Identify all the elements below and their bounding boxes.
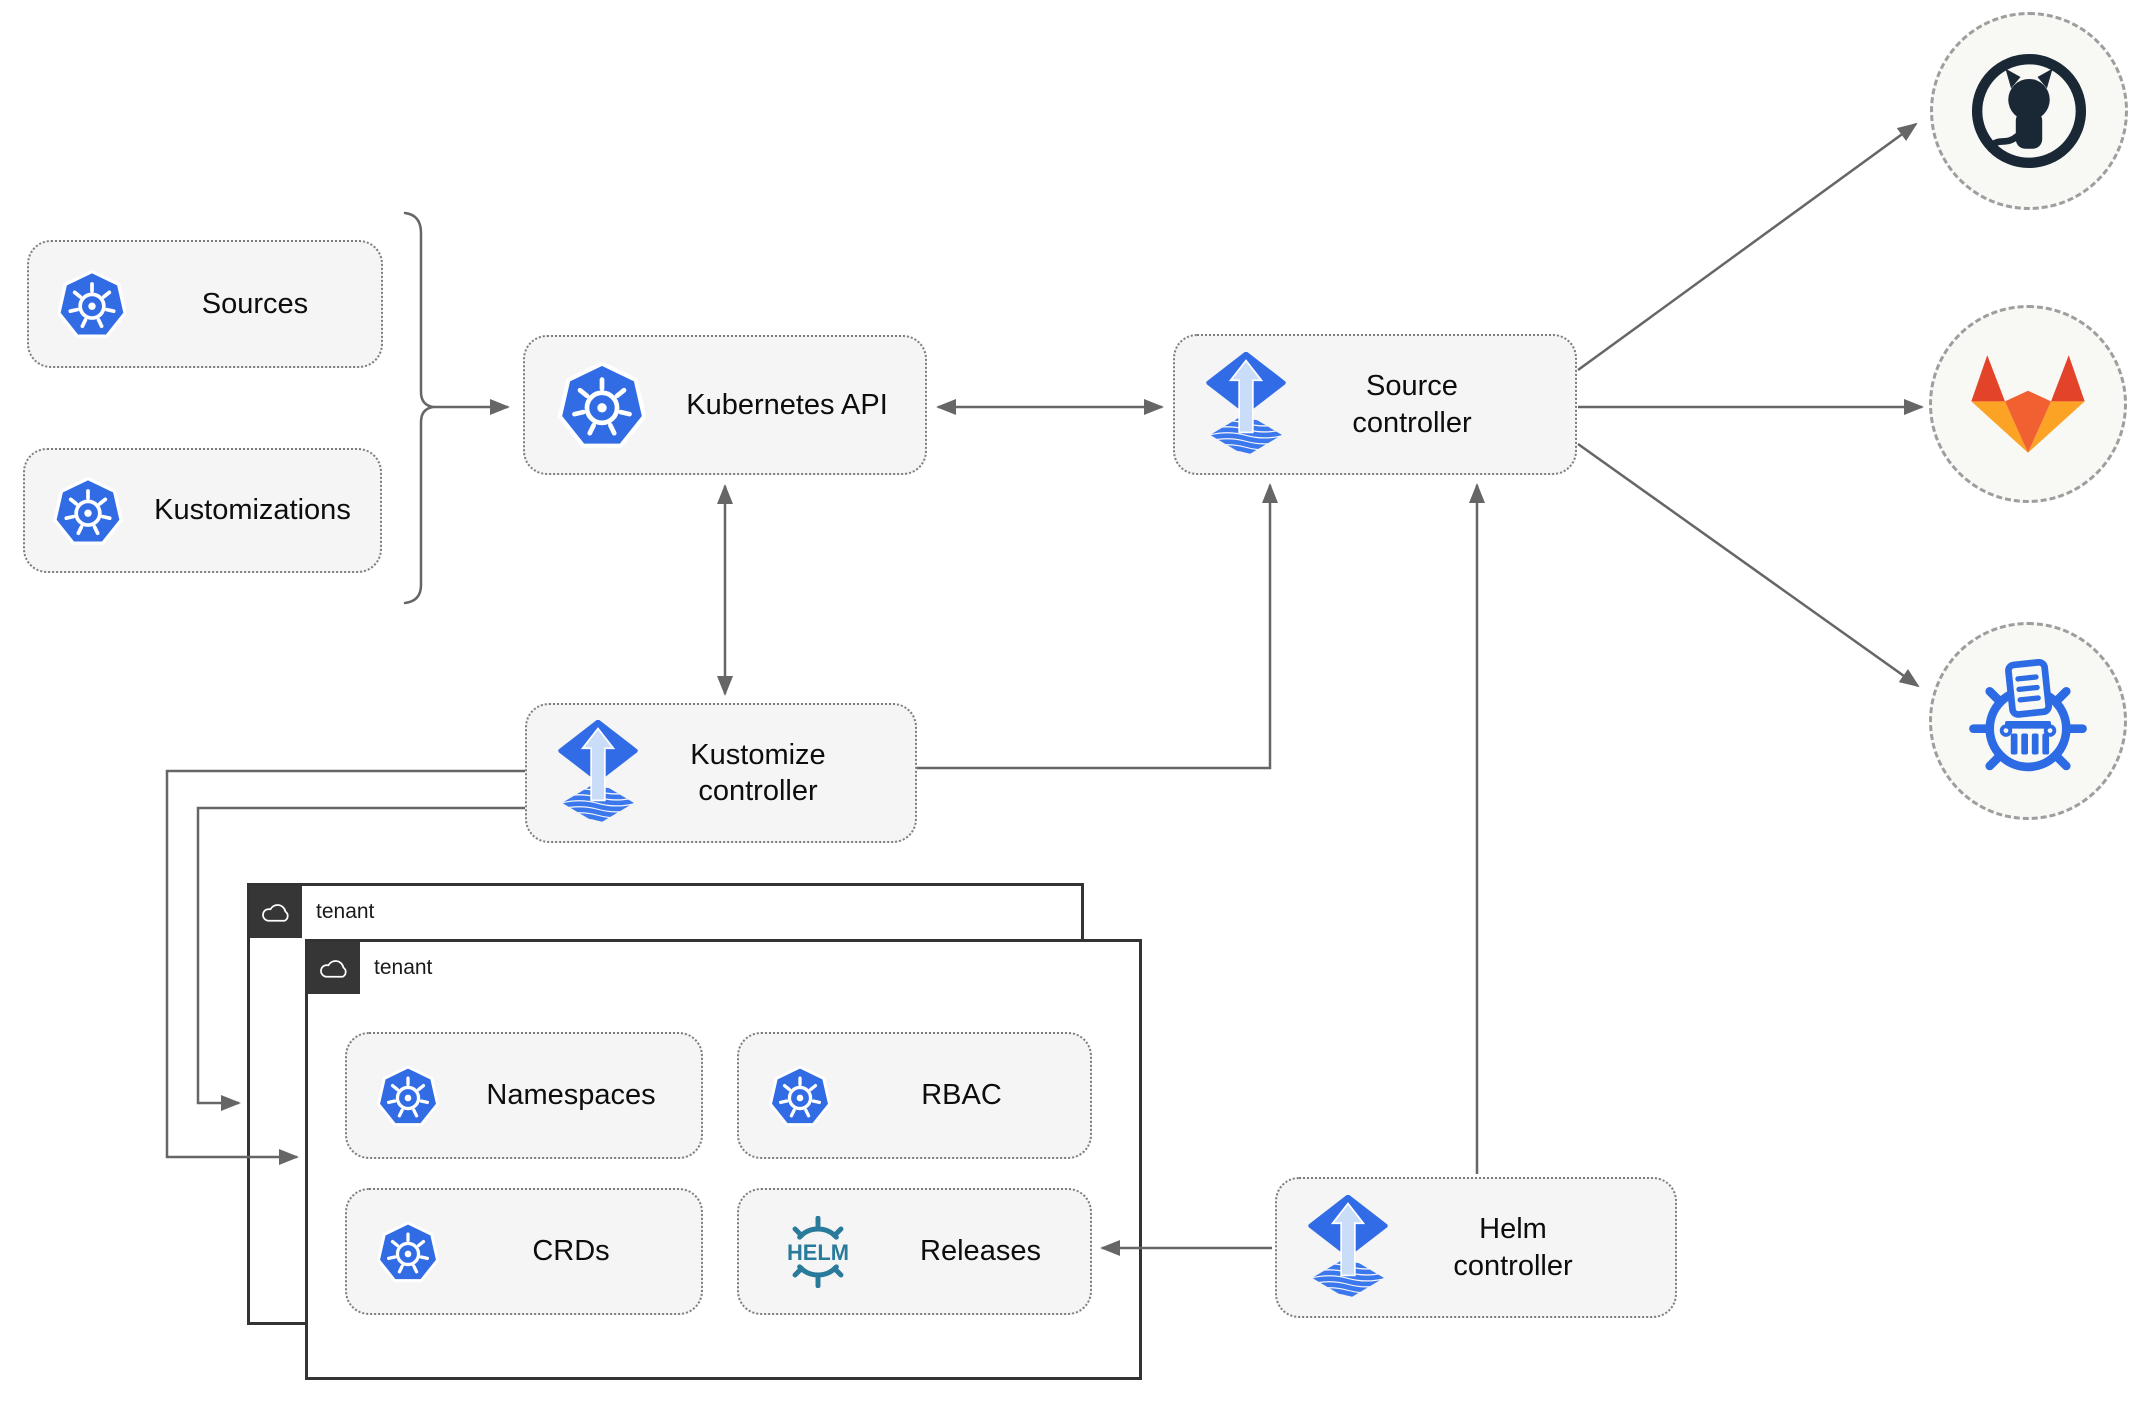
kubernetes-icon — [375, 1219, 441, 1285]
node-sources-label: Sources — [201, 287, 309, 320]
helm-icon: HELM — [787, 1215, 849, 1288]
chartmuseum-icon — [1969, 658, 2087, 772]
tenant-corner — [250, 886, 302, 938]
kubernetes-icon — [375, 1063, 441, 1129]
node-rbac: RBAC — [737, 1032, 1092, 1159]
endpoint-chartmuseum — [1929, 622, 2127, 820]
node-source-controller-label: Source controller — [1352, 370, 1472, 439]
tenant-front-label: tenant — [374, 956, 433, 979]
github-icon — [1971, 53, 2087, 169]
node-kubernetes-api-label: Kubernetes API — [686, 388, 888, 421]
node-sources: Sources — [27, 240, 383, 368]
gitlab-icon — [1971, 355, 2085, 453]
node-rbac-label: RBAC — [921, 1079, 1002, 1111]
kubernetes-icon — [55, 267, 129, 341]
node-helm-controller-label: Helm controller — [1453, 1213, 1573, 1282]
node-kustomizations-label: Kustomizations — [154, 494, 351, 526]
edge-kustomizectrl-sourcectrl — [917, 483, 1278, 770]
endpoint-github — [1930, 12, 2128, 210]
node-releases: HELM Releases — [737, 1188, 1092, 1315]
node-namespaces: Namespaces — [345, 1032, 703, 1159]
kubernetes-icon — [555, 358, 649, 452]
node-kubernetes-api: Kubernetes API — [523, 335, 927, 475]
node-kustomizations: Kustomizations — [23, 448, 382, 573]
edge-sourcectrl-github — [1577, 122, 1918, 372]
helm-icon-text: HELM — [787, 1239, 849, 1264]
edge-sourcectrl-chartmuseum — [1577, 442, 1920, 688]
kubernetes-icon — [51, 474, 125, 548]
node-namespaces-label: Namespaces — [486, 1079, 656, 1111]
node-kustomize-controller: Kustomize controller — [525, 703, 917, 843]
node-crds: CRDs — [345, 1188, 703, 1315]
bracket-sources-kustomizations — [403, 211, 434, 605]
node-kustomize-controller-label: Kustomize controller — [690, 738, 826, 807]
flux-icon — [1305, 1195, 1391, 1301]
cloud-icon — [318, 956, 350, 980]
kubernetes-icon — [767, 1063, 833, 1129]
cloud-icon — [260, 900, 292, 924]
endpoint-gitlab — [1929, 305, 2127, 503]
flux-icon — [555, 720, 641, 826]
node-helm-controller: Helm controller — [1275, 1177, 1677, 1318]
tenant-back-label: tenant — [316, 900, 375, 923]
flux-icon — [1203, 352, 1289, 458]
node-crds-label: CRDs — [532, 1235, 610, 1267]
node-source-controller: Source controller — [1173, 334, 1577, 475]
tenant-corner — [308, 942, 360, 994]
node-releases-label: Releases — [920, 1235, 1041, 1267]
